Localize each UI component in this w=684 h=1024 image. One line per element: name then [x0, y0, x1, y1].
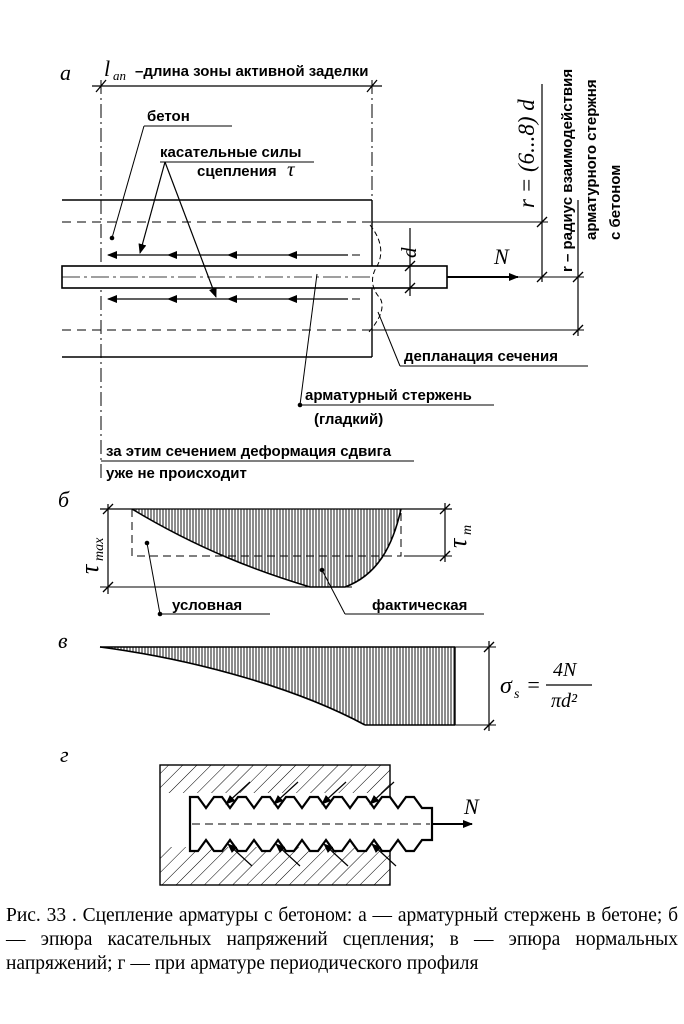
panel-v-letter: в [58, 628, 68, 653]
tau-symbol: τ [287, 157, 296, 181]
lan-description: –длина зоны активной заделки [135, 63, 368, 80]
svg-text:τ: τ [75, 563, 104, 574]
r-formula-label: r = (6...8) d [514, 99, 539, 208]
d-label: d [397, 247, 421, 258]
radius-desc-line3: с бетоном [607, 165, 624, 240]
rod-label-line1: арматурный стержень [305, 387, 472, 404]
svg-text:4N: 4N [553, 659, 578, 681]
panel-g-letter: г [60, 742, 69, 767]
panel-g: г N [60, 742, 480, 886]
radius-desc-line1: r – радиус взаимодействия [559, 69, 576, 272]
conditional-label: условная [172, 597, 242, 614]
svg-text:πd²: πd² [551, 690, 578, 712]
bearing-force-arrows [225, 781, 397, 867]
force-n-label: N [493, 244, 510, 269]
radius-desc-line2: арматурного стержня [583, 79, 600, 240]
reinforcement-rod [61, 265, 448, 289]
svg-text:max: max [92, 537, 107, 561]
actual-label: фактическая [372, 597, 467, 614]
beyond-section-line2: уже не происходит [106, 465, 247, 482]
normal-stress-curve [99, 646, 366, 726]
svg-text:m: m [460, 525, 475, 535]
tangent-forces-label-line1: касательные силы [160, 144, 301, 161]
beyond-section-line1: за этим сечением деформация сдвига [106, 443, 392, 460]
conditional-rectangle [131, 509, 402, 557]
panel-v: в σ s = 4N πd² [58, 628, 592, 731]
warping-label: депланация сечения [404, 348, 558, 365]
concrete-label: бетон [147, 108, 190, 125]
lan-symbol: l [104, 56, 110, 81]
panel-b: б τ max τ m условная фактическая [58, 487, 484, 617]
sigma-formula: σ s = 4N πd² [500, 659, 592, 712]
shear-force-arrows [107, 251, 360, 303]
rod-label-line2: (гладкий) [314, 411, 383, 428]
svg-text:τ: τ [443, 537, 472, 548]
panel-b-letter: б [58, 487, 70, 512]
tau-max-label: τ max [75, 537, 107, 574]
actual-diagram-fill [132, 509, 401, 587]
lan-subscript: an [113, 68, 126, 83]
svg-text:s: s [514, 687, 520, 702]
ribbed-force-label: N [463, 794, 480, 819]
tangent-forces-label-line2: сцепления [197, 163, 277, 180]
panel-a: a l an –длина зоны активной заделки N [60, 56, 624, 482]
panel-a-letter: a [60, 60, 71, 85]
figure-caption: Рис. 33 . Сцепление арматуры с бетоном: … [6, 905, 678, 974]
svg-text:=: = [526, 672, 541, 697]
svg-text:σ: σ [500, 673, 513, 699]
warping-curve [367, 224, 383, 334]
tau-m-label: τ m [443, 525, 475, 548]
normal-stress-fill [100, 647, 455, 725]
